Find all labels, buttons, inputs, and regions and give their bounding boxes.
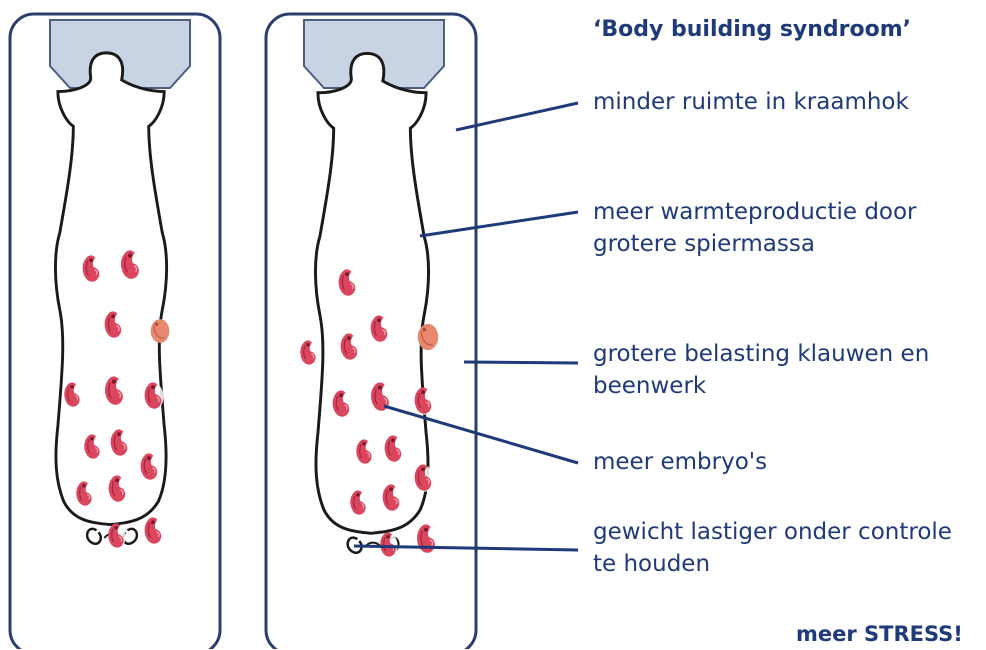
label-line: meer embryo's <box>593 446 767 478</box>
label-line: gewicht lastiger onder controle <box>593 516 952 548</box>
label-line: grotere spiermassa <box>593 228 917 260</box>
label-line: minder ruimte in kraamhok <box>593 86 909 118</box>
label-line: grotere belasting klauwen en <box>593 338 929 370</box>
conclusion-text: meer STRESS! <box>796 618 963 650</box>
piglet-embryo-icon <box>418 324 439 350</box>
label-warmth: meer warmteproductie door grotere spierm… <box>593 196 917 260</box>
sow-topview-icon <box>315 53 428 552</box>
label-space: minder ruimte in kraamhok <box>593 86 909 118</box>
label-line: beenwerk <box>593 370 929 402</box>
label-weight: gewicht lastiger onder controle te houde… <box>593 516 952 580</box>
label-embryos: meer embryo's <box>593 446 767 478</box>
label-line: meer warmteproductie door <box>593 196 917 228</box>
label-line: te houden <box>593 548 952 580</box>
label-legs: grotere belasting klauwen en beenwerk <box>593 338 929 402</box>
piglet-embryo-icon <box>151 319 170 343</box>
diagram-title: ‘Body building syndroom’ <box>593 14 911 46</box>
leader-line-legs <box>464 362 578 363</box>
